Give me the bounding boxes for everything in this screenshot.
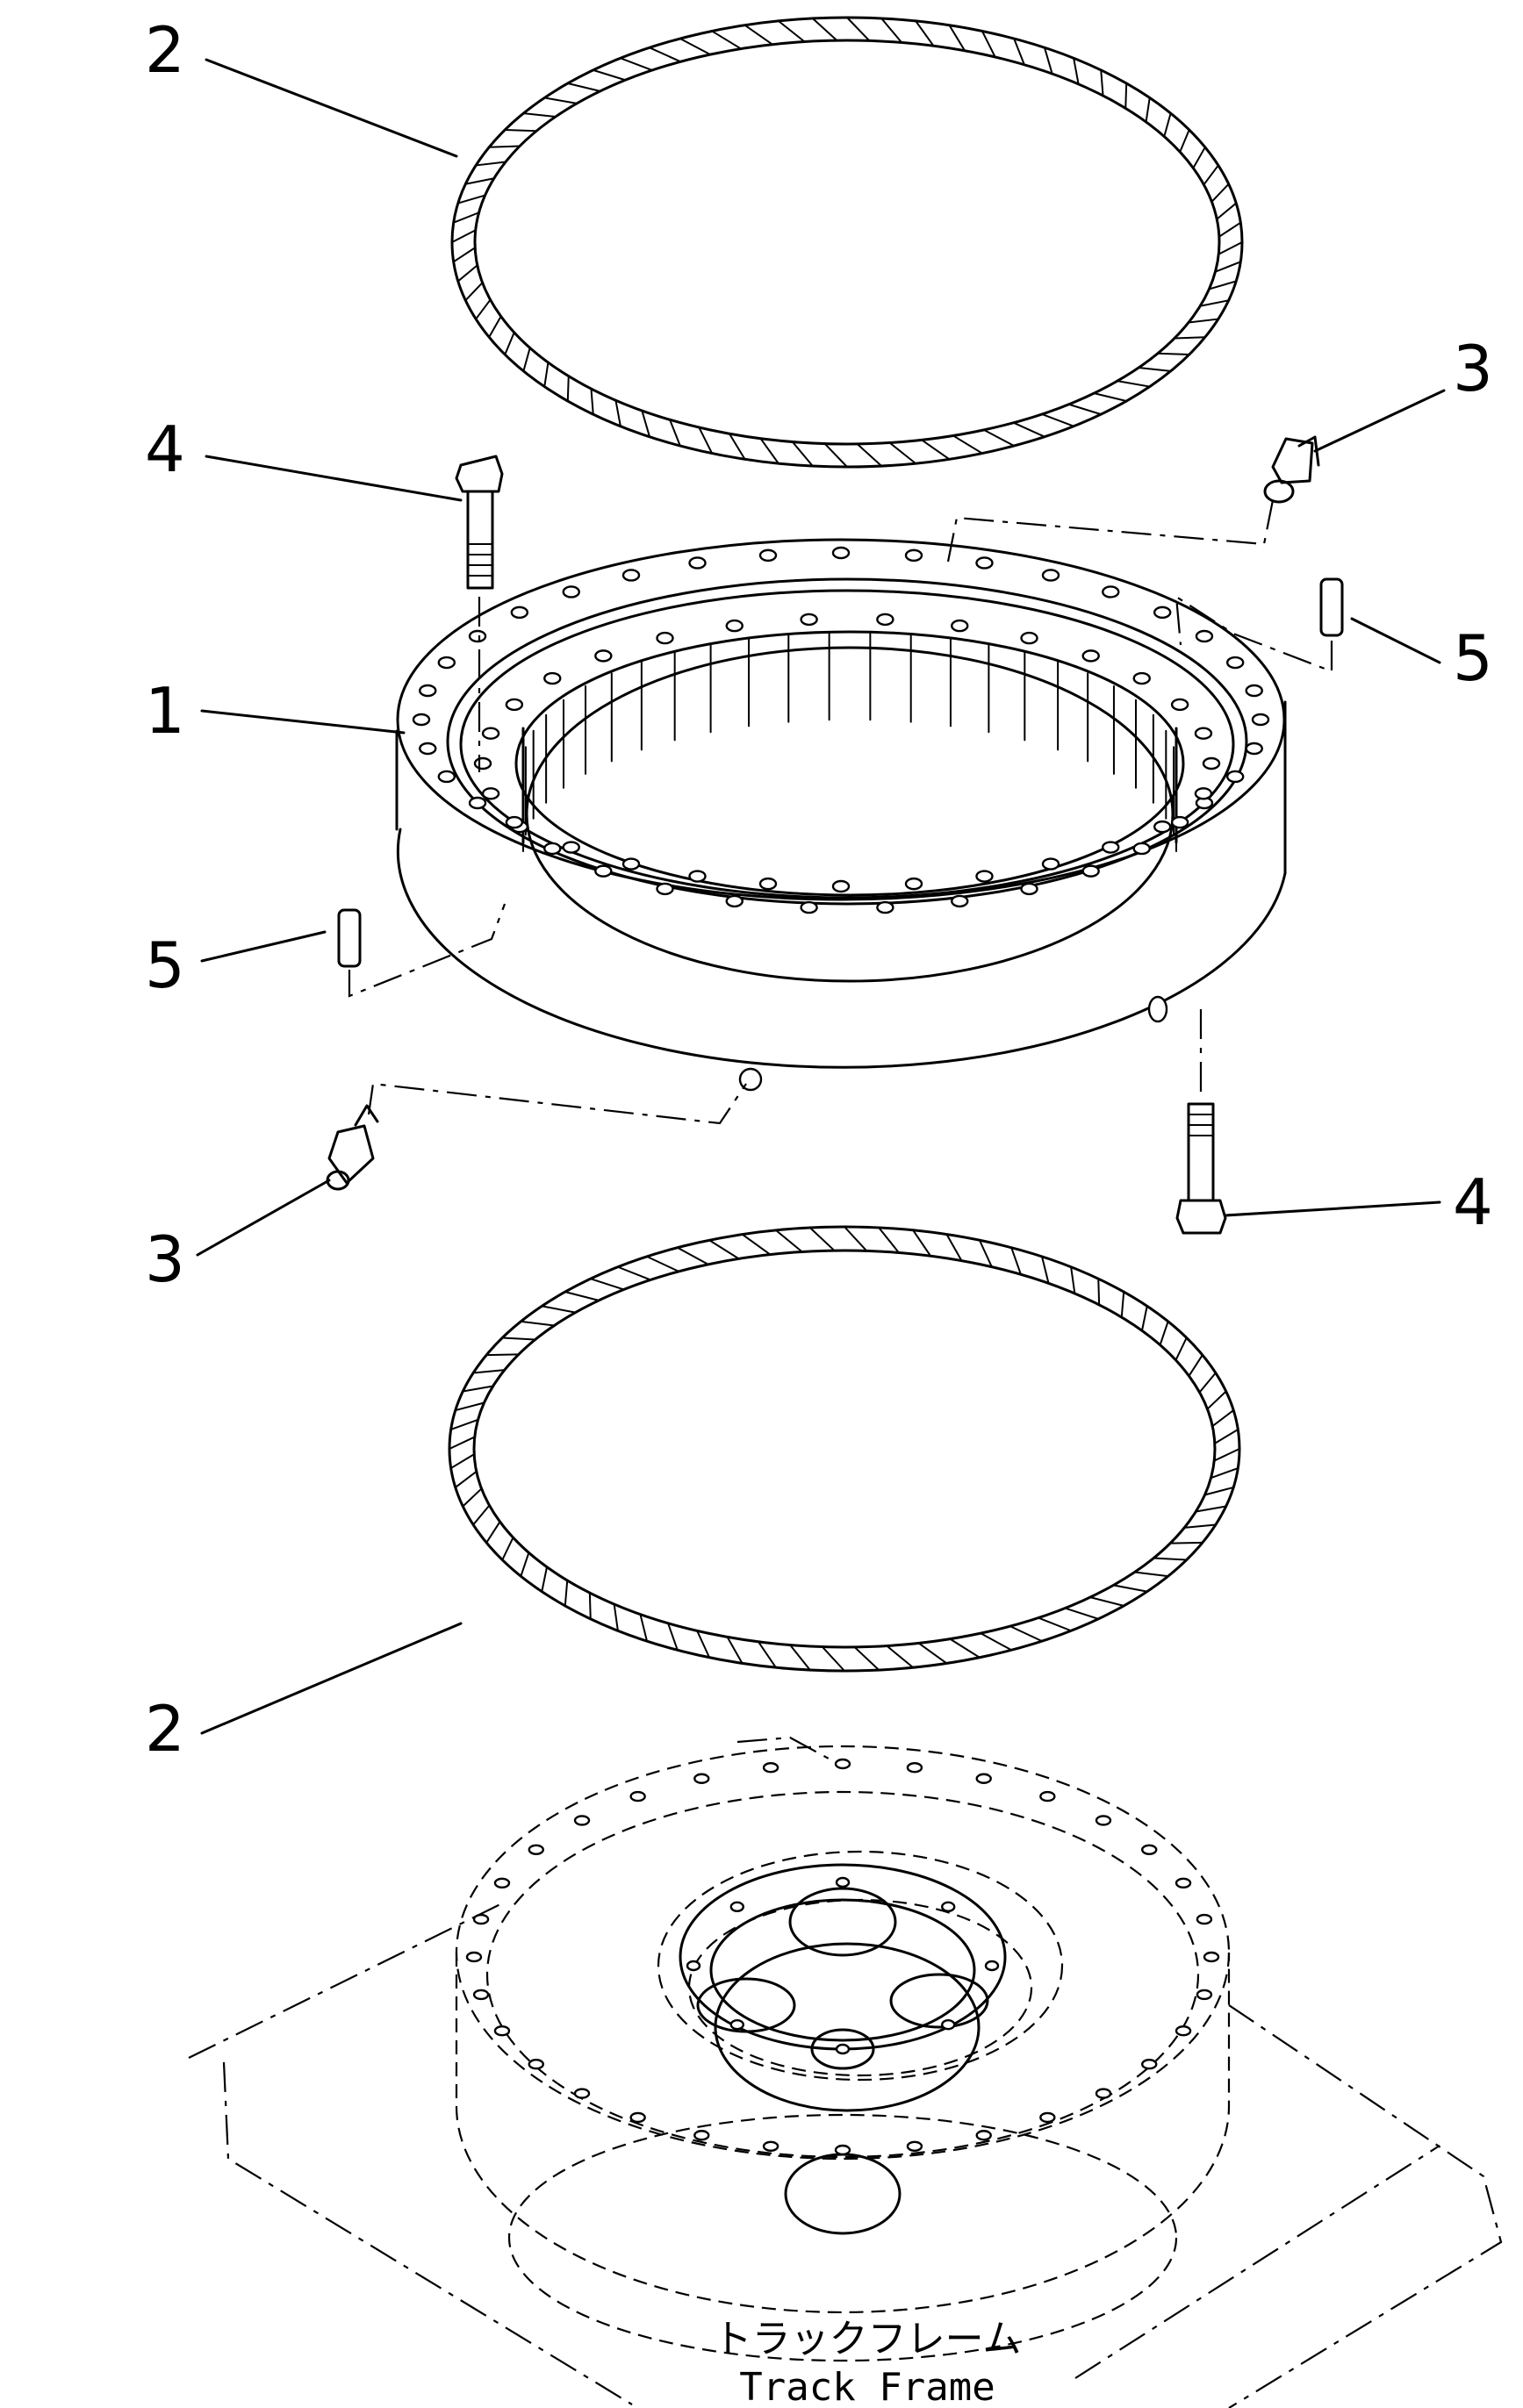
leader-lines: [196, 58, 1446, 1735]
grease-fitting-top-right: [946, 435, 1320, 563]
callout-dowel-left: 5: [145, 928, 185, 1002]
caption-japanese: トラックフレーム: [714, 2317, 1022, 2361]
callout-bolt-left: 4: [145, 412, 185, 486]
callout-dowel-right: 5: [1453, 621, 1493, 695]
grease-fitting-bottom-left: [326, 1082, 747, 1191]
bolt-top-left: [455, 455, 504, 772]
track-frame-phantom: [188, 1736, 1503, 2408]
slewing-bearing: [395, 538, 1287, 1092]
bolt-bottom-right: [1175, 1009, 1227, 1235]
callout-grease-fitting-left: 3: [145, 1222, 185, 1296]
dowel-pin-right: [1175, 577, 1344, 673]
seal-ring-bottom: [448, 1225, 1241, 1673]
callout-bolt-right: 4: [1453, 1165, 1493, 1239]
callout-grease-fitting-right: 3: [1453, 332, 1493, 405]
callout-seal-bottom: 2: [145, 1692, 185, 1766]
callout-bearing: 1: [145, 674, 185, 748]
dowel-pin-left: [337, 903, 506, 998]
caption-english: Track Frame: [739, 2365, 995, 2408]
callout-seal-top: 2: [145, 13, 185, 87]
seal-ring-top: [450, 16, 1244, 469]
